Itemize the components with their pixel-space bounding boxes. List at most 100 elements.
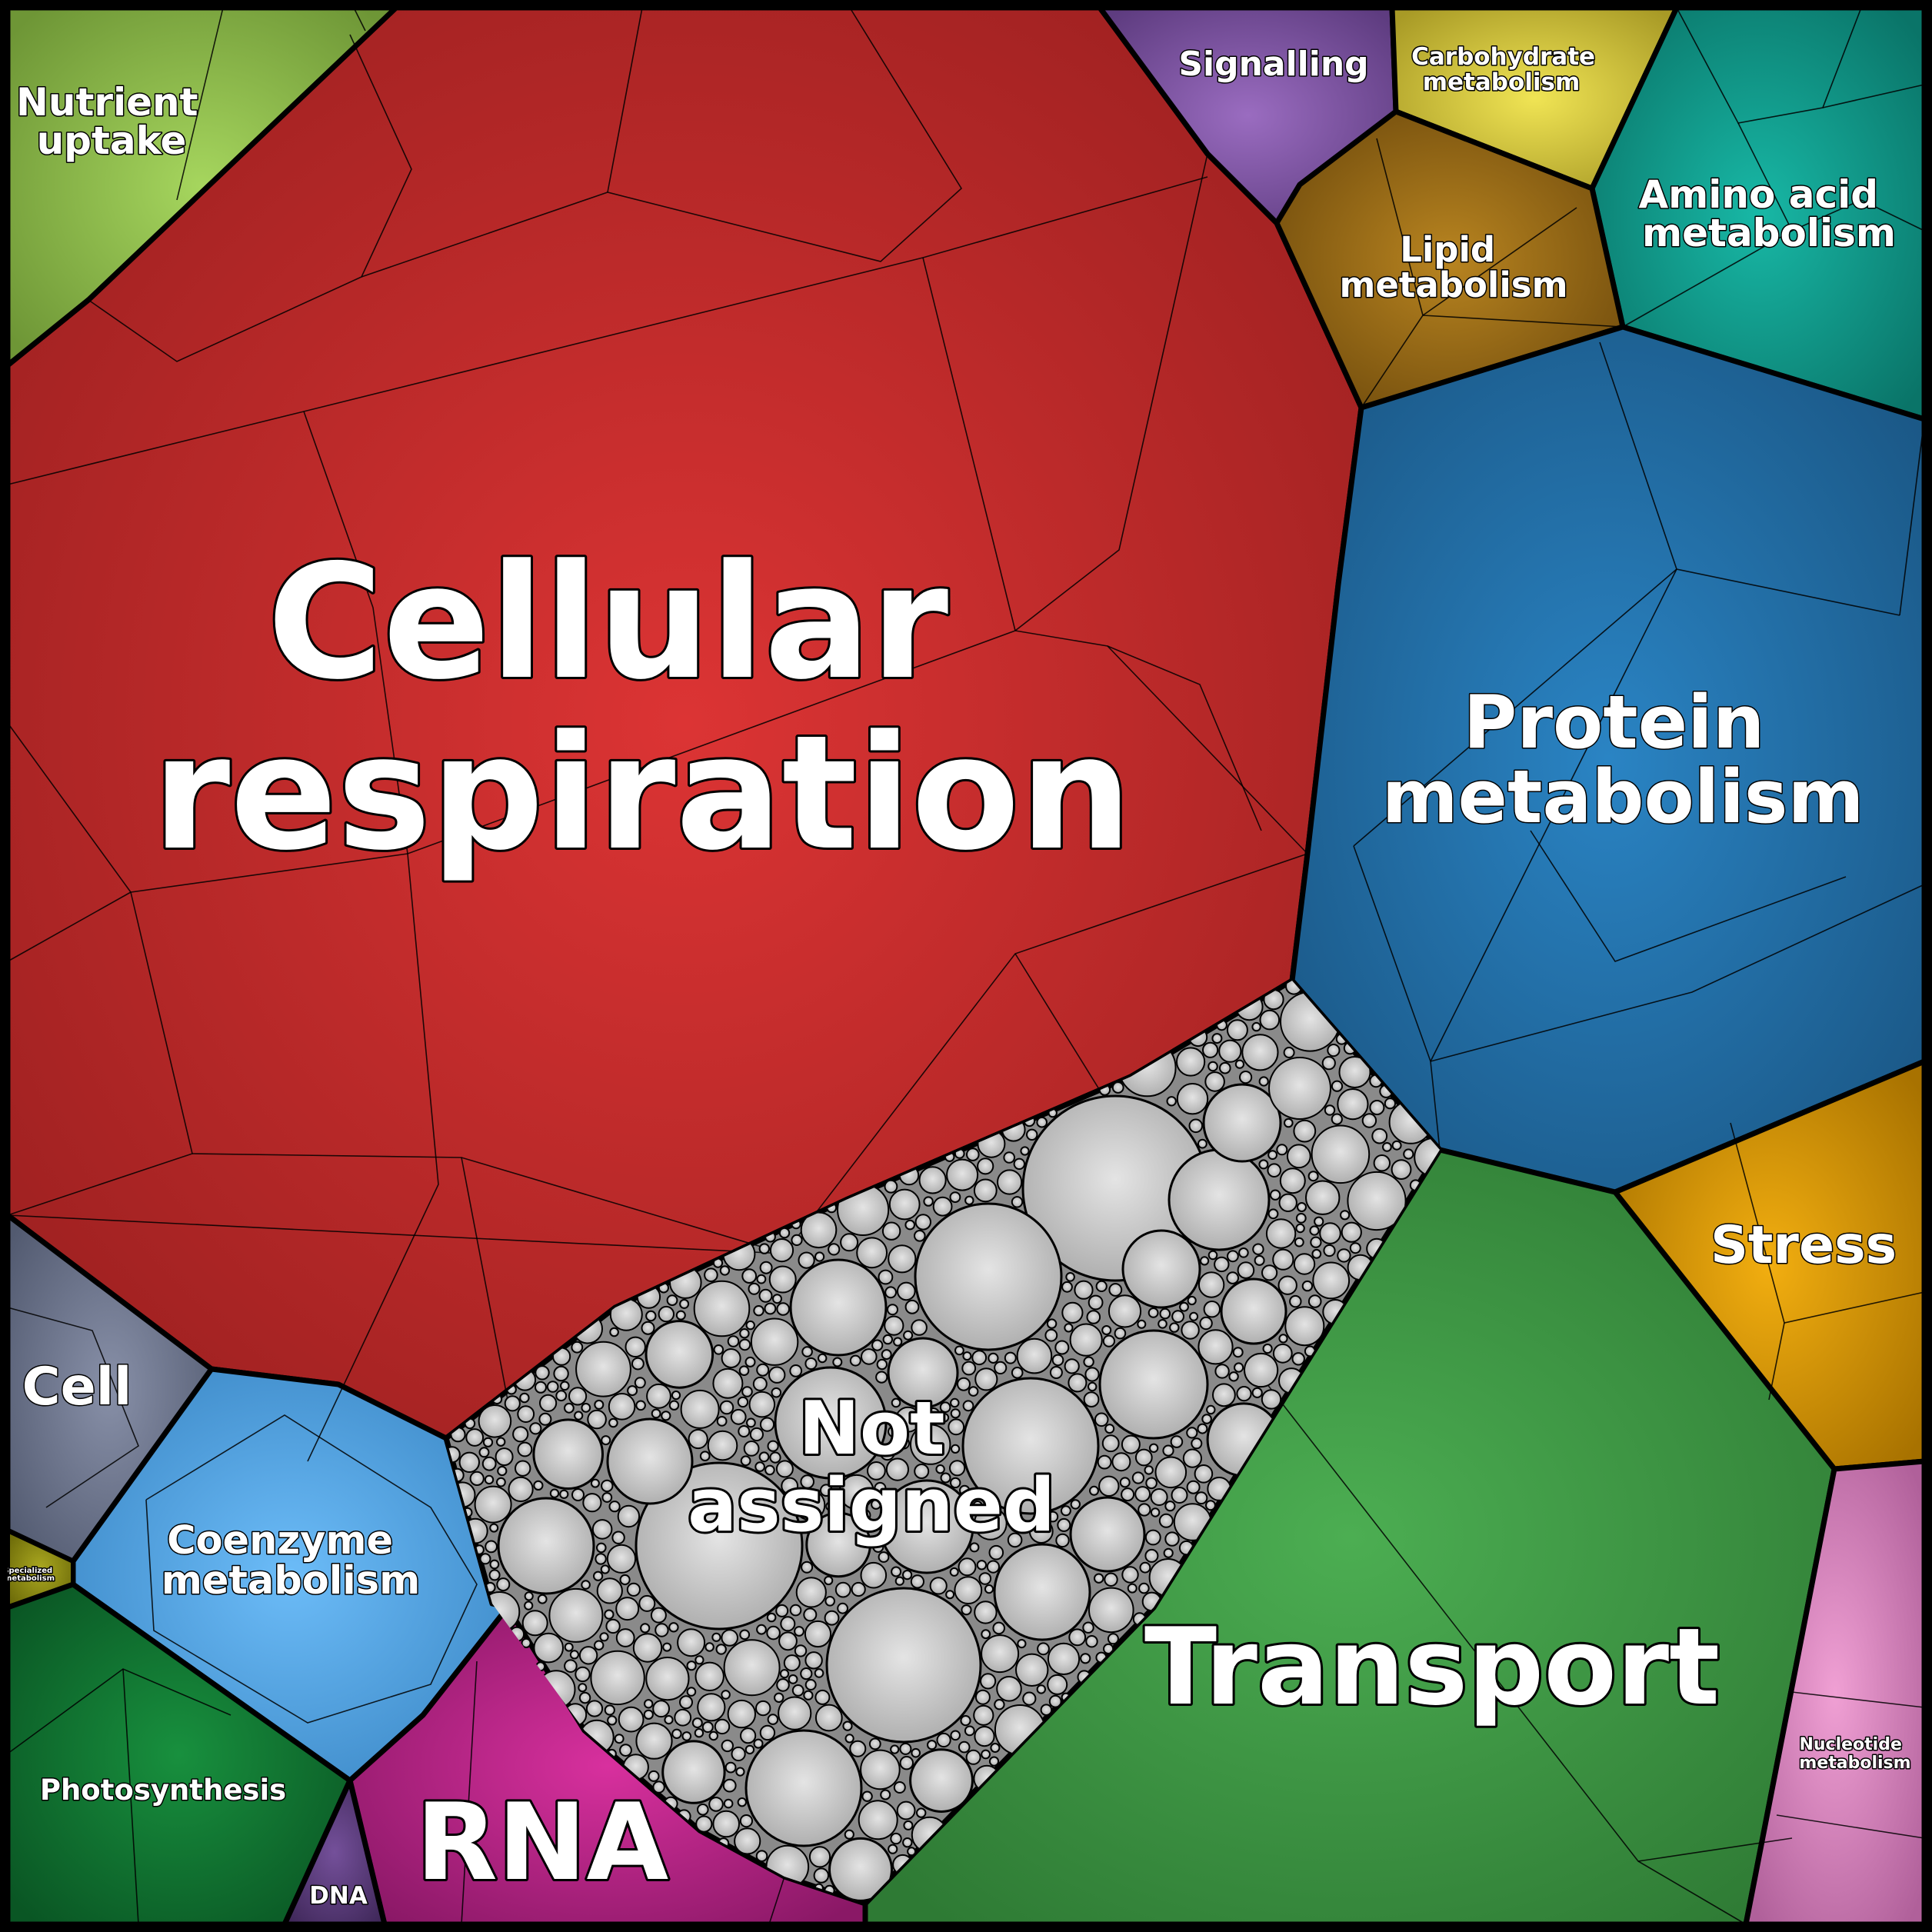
unassigned-item-bubble <box>519 1392 530 1404</box>
unassigned-item-bubble <box>1065 1272 1075 1282</box>
unassigned-item-bubble <box>884 1286 897 1299</box>
unassigned-item-bubble <box>1258 1076 1269 1087</box>
unassigned-item-bubble <box>903 1820 914 1830</box>
unassigned-item-bubble <box>645 1310 657 1322</box>
unassigned-item-bubble <box>1278 1334 1288 1344</box>
unassigned-item-bubble <box>743 1441 760 1457</box>
unassigned-item-bubble <box>861 1348 878 1365</box>
unassigned-item-bubble <box>1108 1294 1142 1328</box>
unassigned-item-bubble <box>1305 1180 1341 1215</box>
unassigned-item-bubble <box>755 1700 771 1717</box>
unassigned-item-bubble <box>714 1718 731 1735</box>
unassigned-item-bubble <box>748 1391 776 1418</box>
unassigned-item-bubble <box>484 1474 495 1485</box>
unassigned-item-bubble <box>1200 1256 1210 1266</box>
unassigned-item-bubble <box>606 1417 694 1505</box>
unassigned-item-bubble <box>775 1460 794 1478</box>
unassigned-item-bubble <box>964 1725 975 1737</box>
unassigned-item-bubble <box>587 1409 607 1430</box>
unassigned-item-bubble <box>879 1479 974 1574</box>
unassigned-item-bubble <box>923 1196 934 1207</box>
unassigned-item-bubble <box>740 1455 751 1467</box>
unassigned-item-bubble <box>664 1715 674 1725</box>
unassigned-item-bubble <box>708 1730 718 1741</box>
unassigned-item-bubble <box>858 1800 898 1840</box>
unassigned-item-bubble <box>959 1484 971 1496</box>
unassigned-item-bubble <box>591 1519 613 1540</box>
unassigned-item-bubble <box>1148 1443 1159 1454</box>
unassigned-item-bubble <box>874 1481 887 1494</box>
unassigned-item-bubble <box>756 1363 770 1377</box>
unassigned-item-bubble <box>1327 1044 1341 1058</box>
unassigned-item-bubble <box>803 1607 818 1622</box>
unassigned-item-bubble <box>739 1814 754 1828</box>
unassigned-item-bubble <box>626 1582 641 1597</box>
unassigned-item-bubble <box>738 1338 751 1351</box>
unassigned-item-bubble <box>1203 1301 1221 1318</box>
unassigned-item-bubble <box>899 1742 912 1755</box>
unassigned-item-bubble <box>478 1404 512 1438</box>
unassigned-item-bubble <box>1069 1323 1103 1357</box>
unassigned-item-bubble <box>814 1689 831 1705</box>
unassigned-item-bubble <box>814 1251 825 1262</box>
unassigned-item-bubble <box>971 1350 988 1366</box>
unassigned-item-bubble <box>712 1810 741 1838</box>
unassigned-item-bubble <box>1218 1039 1242 1063</box>
unassigned-item-bubble <box>533 1632 565 1664</box>
unassigned-item-bubble <box>774 1692 784 1704</box>
unassigned-item-bubble <box>977 1158 994 1175</box>
unassigned-item-bubble <box>559 1489 569 1499</box>
unassigned-item-bubble <box>1121 1487 1135 1502</box>
unassigned-item-bubble <box>820 1484 833 1497</box>
unassigned-item-bubble <box>1272 1248 1294 1271</box>
unassigned-item-bubble <box>1150 1488 1168 1506</box>
unassigned-item-bubble <box>655 1623 669 1637</box>
unassigned-item-bubble <box>980 1673 997 1690</box>
unassigned-item-bubble <box>1189 1311 1199 1321</box>
unassigned-item-bubble <box>824 1610 840 1626</box>
unassigned-item-bubble <box>801 1346 813 1357</box>
unassigned-item-bubble <box>643 1709 654 1720</box>
unassigned-item-bubble <box>1166 1096 1177 1107</box>
unassigned-item-bubble <box>1294 1237 1304 1247</box>
unassigned-item-bubble <box>1028 1519 1054 1544</box>
unassigned-item-bubble <box>1321 1056 1336 1071</box>
unassigned-item-bubble <box>764 1464 775 1476</box>
label-rna: RNA <box>416 1780 669 1904</box>
unassigned-item-bubble <box>789 1364 803 1377</box>
unassigned-item-bubble <box>1267 1208 1279 1220</box>
unassigned-item-bubble <box>755 1850 768 1862</box>
unassigned-item-bubble <box>465 1428 485 1447</box>
unassigned-item-bubble <box>508 1476 534 1503</box>
unassigned-item-bubble <box>716 1416 728 1427</box>
unassigned-item-bubble <box>1134 1486 1151 1502</box>
unassigned-item-bubble <box>1154 1456 1188 1489</box>
unassigned-item-bubble <box>555 1390 568 1402</box>
unassigned-item-bubble <box>961 1604 972 1616</box>
unassigned-item-bubble <box>1068 1628 1087 1647</box>
unassigned-item-bubble <box>1134 1448 1153 1467</box>
unassigned-item-bubble <box>884 1179 898 1194</box>
unassigned-item-bubble <box>1251 1021 1261 1032</box>
unassigned-item-bubble <box>884 1315 904 1336</box>
unassigned-item-bubble <box>978 1572 992 1585</box>
unassigned-item-bubble <box>605 1618 621 1634</box>
unassigned-item-bubble <box>871 1499 881 1510</box>
unassigned-item-bubble <box>902 1837 913 1848</box>
unassigned-item-bubble <box>1276 1144 1288 1156</box>
unassigned-item-bubble <box>911 1747 921 1758</box>
unassigned-item-bubble <box>679 1695 693 1710</box>
unassigned-item-bubble <box>804 1679 817 1690</box>
unassigned-item-bubble <box>593 1571 604 1581</box>
unassigned-item-bubble <box>590 1478 600 1488</box>
unassigned-item-bubble <box>604 1609 615 1620</box>
unassigned-item-bubble <box>524 1601 534 1611</box>
unassigned-item-bubble <box>997 1169 1023 1195</box>
unassigned-item-bubble <box>994 1361 1008 1375</box>
unassigned-item-bubble <box>1171 1487 1188 1504</box>
unassigned-item-bubble <box>1088 1294 1104 1311</box>
unassigned-item-bubble <box>694 1728 705 1738</box>
unassigned-item-bubble <box>1262 1343 1273 1354</box>
unassigned-item-bubble <box>837 1602 848 1614</box>
